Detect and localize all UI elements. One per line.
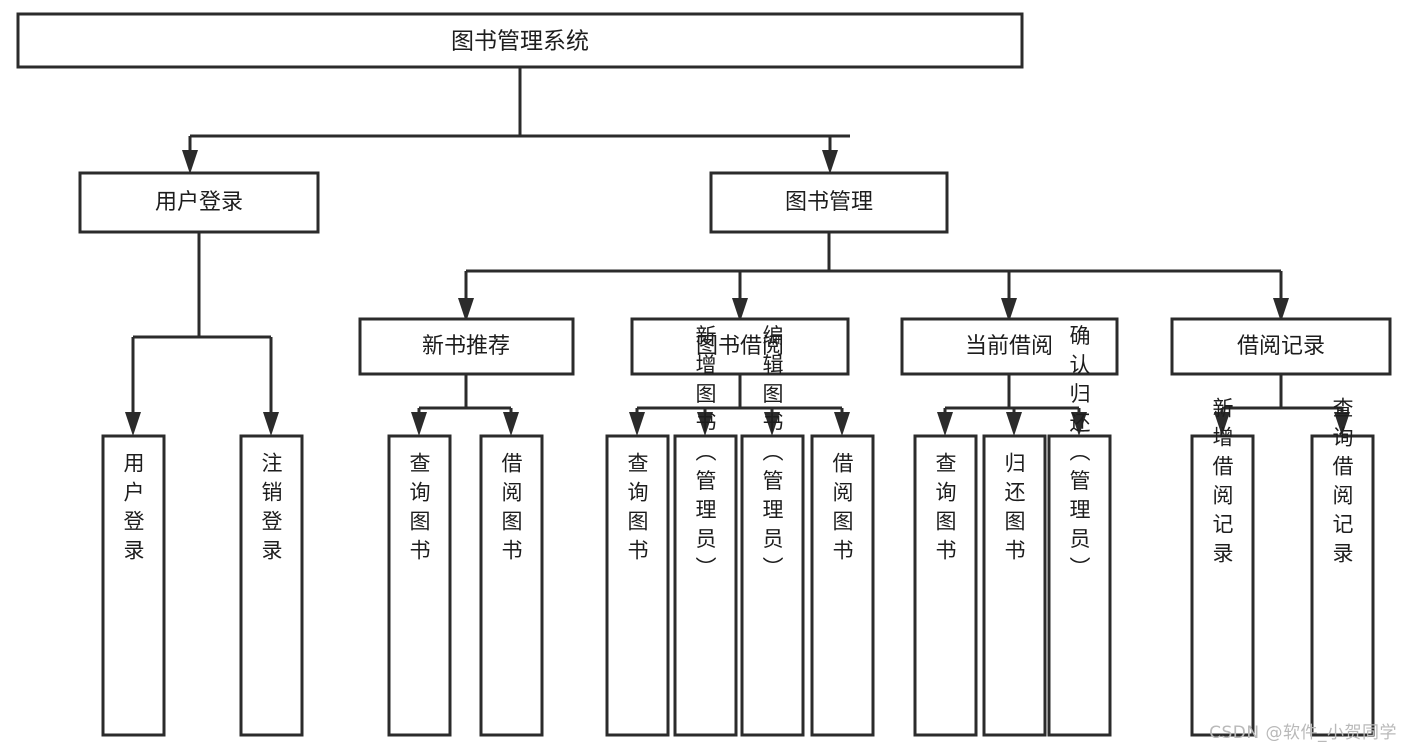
node-borrow-record[interactable]: 借阅记录 <box>1170 317 1392 376</box>
node-leaf-edit-book-box[interactable] <box>740 434 805 737</box>
node-leaf-add-record-box[interactable] <box>1190 434 1255 737</box>
node-leaf-return-book[interactable]: 归还图书 <box>982 434 1047 737</box>
node-leaf-edit-book-label: 编辑图书（管理员） <box>760 325 784 586</box>
connector-group-root <box>182 67 850 174</box>
arrow-head-leaf-user-login <box>125 412 141 436</box>
node-root-label: 图书管理系统 <box>451 29 589 55</box>
node-current-borrow-label: 当前借阅 <box>965 334 1053 359</box>
arrow-head-leaf-return-book <box>1006 412 1022 436</box>
arrow-head-book-borrow <box>732 298 748 322</box>
node-leaf-borrow-book-1-label: 借阅图书 <box>499 452 523 568</box>
node-leaf-edit-book[interactable]: 编辑图书（管理员） <box>740 325 805 737</box>
node-root-box[interactable] <box>16 12 1024 69</box>
node-book-borrow-label: 图书借阅 <box>696 334 784 359</box>
connector-group-book-management <box>458 232 1289 322</box>
node-leaf-borrow-book-2-label: 借阅图书 <box>830 452 854 568</box>
node-leaf-query-book-1-label: 查询图书 <box>407 452 431 568</box>
node-leaf-borrow-book-1[interactable]: 借阅图书 <box>479 434 544 737</box>
arrow-head-book-management <box>822 150 838 174</box>
arrow-head-leaf-borrow-book-2 <box>834 412 850 436</box>
arrow-head-leaf-borrow-book-1 <box>503 412 519 436</box>
node-book-management-box[interactable] <box>709 171 949 234</box>
arrow-head-new-book-recommend <box>458 298 474 322</box>
node-current-borrow-box[interactable] <box>900 317 1119 376</box>
node-user-login[interactable]: 用户登录 <box>78 171 320 234</box>
node-borrow-record-box[interactable] <box>1170 317 1392 376</box>
arrow-head-leaf-confirm-return <box>1071 412 1087 436</box>
connector-group-borrow-record <box>1214 374 1350 436</box>
node-new-book-recommend-box[interactable] <box>358 317 575 376</box>
arrow-head-leaf-query-record <box>1334 412 1350 436</box>
node-leaf-query-record-label: 查询借阅记录 <box>1330 397 1354 571</box>
connector-group-book-borrow <box>629 374 850 436</box>
arrow-head-leaf-edit-book <box>764 412 780 436</box>
connector-group-user-login <box>125 232 279 436</box>
arrow-head-borrow-record <box>1273 298 1289 322</box>
node-leaf-confirm-return[interactable]: 确认归还（管理员） <box>1047 325 1112 737</box>
connector-group-new-book-recommend <box>411 374 519 436</box>
node-leaf-return-book-box[interactable] <box>982 434 1047 737</box>
arrow-head-user-login <box>182 150 198 174</box>
node-leaf-query-book-1[interactable]: 查询图书 <box>387 434 452 737</box>
node-leaf-confirm-return-label: 确认归还（管理员） <box>1067 325 1091 586</box>
node-leaf-add-book[interactable]: 新增图书（管理员） <box>673 325 738 737</box>
node-leaf-borrow-book-2-box[interactable] <box>810 434 875 737</box>
node-leaf-add-book-box[interactable] <box>673 434 738 737</box>
arrow-head-leaf-add-book <box>697 412 713 436</box>
node-new-book-recommend[interactable]: 新书推荐 <box>358 317 575 376</box>
node-book-borrow-box[interactable] <box>630 317 850 376</box>
node-leaf-user-login-label: 用户登录 <box>121 452 145 568</box>
node-leaf-add-book-label: 新增图书（管理员） <box>693 325 717 586</box>
node-leaf-confirm-return-box[interactable] <box>1047 434 1112 737</box>
node-leaf-query-book-1-box[interactable] <box>387 434 452 737</box>
node-leaf-return-book-label: 归还图书 <box>1002 452 1026 568</box>
node-root[interactable]: 图书管理系统 <box>16 12 1024 69</box>
node-leaf-query-book-3[interactable]: 查询图书 <box>913 434 978 737</box>
node-leaf-logout-login-box[interactable] <box>239 434 304 737</box>
node-book-borrow[interactable]: 图书借阅 <box>630 317 850 376</box>
arrow-head-leaf-query-book-1 <box>411 412 427 436</box>
node-leaf-borrow-book-2[interactable]: 借阅图书 <box>810 434 875 737</box>
node-leaf-borrow-book-1-box[interactable] <box>479 434 544 737</box>
node-book-management-label: 图书管理 <box>785 190 873 215</box>
arrow-head-leaf-add-record <box>1214 412 1230 436</box>
watermark-label: CSDN @软件_小贺同学 <box>1209 723 1397 743</box>
node-leaf-logout-login-label: 注销登录 <box>259 452 283 568</box>
node-leaf-query-book-2-label: 查询图书 <box>625 452 649 568</box>
node-leaf-query-book-2-box[interactable] <box>605 434 670 737</box>
node-leaf-query-book-2[interactable]: 查询图书 <box>605 434 670 737</box>
node-leaf-query-book-3-label: 查询图书 <box>933 452 957 568</box>
node-current-borrow[interactable]: 当前借阅 <box>900 317 1119 376</box>
node-user-login-label: 用户登录 <box>155 190 243 215</box>
node-leaf-logout-login[interactable]: 注销登录 <box>239 434 304 737</box>
arrow-head-leaf-query-book-3 <box>937 412 953 436</box>
node-book-management[interactable]: 图书管理 <box>709 171 949 234</box>
connector-group-current-borrow <box>937 374 1087 436</box>
node-new-book-recommend-label: 新书推荐 <box>422 334 510 359</box>
arrow-head-leaf-logout-login <box>263 412 279 436</box>
arrow-head-current-borrow <box>1001 298 1017 322</box>
node-leaf-add-record[interactable]: 新增借阅记录 <box>1190 397 1255 737</box>
arrow-head-leaf-query-book-2 <box>629 412 645 436</box>
node-user-login-box[interactable] <box>78 171 320 234</box>
node-leaf-user-login-box[interactable] <box>101 434 166 737</box>
node-borrow-record-label: 借阅记录 <box>1237 334 1325 359</box>
node-leaf-add-record-label: 新增借阅记录 <box>1210 397 1234 571</box>
node-leaf-query-record-box[interactable] <box>1310 434 1375 737</box>
node-leaf-user-login[interactable]: 用户登录 <box>101 434 166 737</box>
node-leaf-query-record[interactable]: 查询借阅记录 <box>1310 397 1375 737</box>
node-leaf-query-book-3-box[interactable] <box>913 434 978 737</box>
